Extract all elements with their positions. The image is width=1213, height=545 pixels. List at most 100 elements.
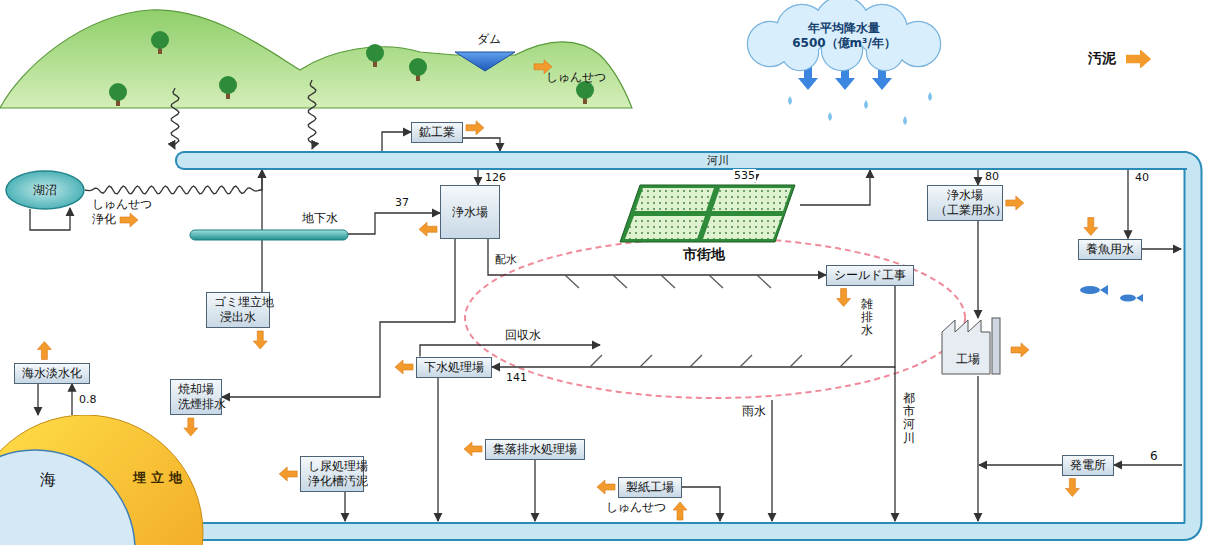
node-text: 河川 xyxy=(707,154,729,167)
process-box: 製紙工場 xyxy=(618,477,682,498)
flow-arrow xyxy=(800,170,870,205)
pipe-branch xyxy=(565,275,579,288)
flow-amount: 80 xyxy=(984,170,1000,183)
node-text: 浄水場 xyxy=(452,205,488,220)
flow-line xyxy=(1142,248,1181,249)
cloud-shape: 年平均降水量 6500（億m³/年） xyxy=(730,0,958,72)
shape-outline xyxy=(625,216,705,239)
node-text: 工場 xyxy=(956,352,980,367)
sludge-arrow xyxy=(597,480,615,494)
river-loop xyxy=(150,161,1193,532)
flow-amount: 141 xyxy=(505,371,528,384)
rain-drops xyxy=(828,112,832,121)
shape-outline xyxy=(620,185,795,242)
flow-label: 回収水 xyxy=(505,328,541,343)
shape-outline xyxy=(0,415,228,545)
node-text: 鉱工業 xyxy=(419,125,455,140)
sludge-arrow xyxy=(184,418,198,436)
trees xyxy=(409,58,427,76)
shape-outline xyxy=(6,171,84,209)
rain-drops xyxy=(864,100,868,109)
pipe-branch xyxy=(757,275,771,288)
node-text: 集落排水処理場 xyxy=(493,442,577,457)
factory-icon: 工場 xyxy=(940,318,1008,376)
pipe-branch xyxy=(613,275,627,288)
legend-entry: 汚泥 xyxy=(1088,50,1154,68)
node-text: 地下水 xyxy=(302,211,338,226)
runoff-line xyxy=(308,80,316,149)
river-band: 河川 xyxy=(175,151,1187,170)
pipe-branch xyxy=(690,355,702,367)
node-text: 製紙工場 xyxy=(626,480,674,495)
sludge-arrow xyxy=(464,442,482,456)
node-text: ダム xyxy=(447,32,531,47)
node-text: 市街地 xyxy=(683,246,725,263)
lake-ellipse: 湖沼 xyxy=(5,170,85,210)
process-box: ゴミ埋立地 浸出水 xyxy=(206,292,270,328)
sludge-arrow xyxy=(419,222,437,236)
node-text: 湖沼 xyxy=(33,183,57,198)
shape-outline xyxy=(703,216,782,239)
rain-drops xyxy=(788,92,932,125)
flow-label: しゅんせつ xyxy=(606,500,666,515)
node-text: 発電所 xyxy=(1070,458,1106,473)
process-box: 鉱工業 xyxy=(411,122,463,143)
node-text: 下水処理場 xyxy=(424,360,484,375)
sludge-arrow xyxy=(37,342,51,360)
flow-line xyxy=(977,376,978,521)
sludge-arrow xyxy=(1006,196,1024,210)
process-box: 浄水場 xyxy=(440,185,500,239)
sludge-arrow xyxy=(120,213,138,227)
rain-drops xyxy=(928,92,932,101)
fish xyxy=(1100,285,1108,295)
sludge-arrow xyxy=(253,331,267,349)
groundwater-bar: 地下水 xyxy=(190,212,348,242)
trees xyxy=(151,31,169,49)
landfill-area: 埋立地 xyxy=(118,465,202,489)
legend-swatch xyxy=(1124,50,1154,68)
node-text: 海 xyxy=(40,470,56,489)
flow-arrow xyxy=(382,132,411,151)
flow-arrow xyxy=(492,286,895,368)
process-box: 焼却場 洗煙排水 xyxy=(170,379,222,415)
pipe-branch xyxy=(790,355,802,367)
shape-outline xyxy=(712,188,791,211)
shape-outline xyxy=(896,22,940,66)
process-box: 下水処理場 xyxy=(416,357,492,378)
process-box: 発電所 xyxy=(1062,455,1114,476)
process-box: シールド工事 xyxy=(826,265,914,286)
urban-area-outline xyxy=(465,238,965,398)
flow-arrow xyxy=(37,384,38,416)
legend-text: 汚泥 xyxy=(1088,50,1116,68)
process-box: し尿処理場 浄化槽汚泥 xyxy=(300,456,364,492)
shape-outline xyxy=(992,318,1000,374)
trees xyxy=(219,76,237,94)
node-text: シールド工事 xyxy=(834,268,906,283)
legend-swatch xyxy=(1126,50,1151,68)
node-text: 養魚用水 xyxy=(1086,242,1134,257)
rain-drops xyxy=(788,96,792,105)
shape-outline xyxy=(455,52,515,71)
sludge-arrow xyxy=(673,502,687,520)
flow-amount: 配水 xyxy=(494,253,518,266)
fish xyxy=(1136,294,1143,302)
trees xyxy=(366,44,384,62)
shape-outline xyxy=(0,450,135,545)
node-text: 年平均降水量 6500（億m³/年） xyxy=(790,21,898,51)
sludge-arrow xyxy=(395,360,413,374)
flow-label: 6 xyxy=(1150,449,1158,464)
flow-line xyxy=(344,492,345,521)
pipe-branch xyxy=(590,355,602,367)
flow-label: 雨水 xyxy=(742,404,766,419)
pipe-branch xyxy=(840,355,852,367)
process-box: 集落排水処理場 xyxy=(485,439,585,460)
flow-arrow xyxy=(488,239,826,275)
shape-outline xyxy=(190,230,348,240)
pipe-branch xyxy=(661,275,675,288)
flow-arrow xyxy=(71,384,72,416)
rainwater-line xyxy=(771,400,772,521)
flow-amount: 126 xyxy=(484,171,507,184)
